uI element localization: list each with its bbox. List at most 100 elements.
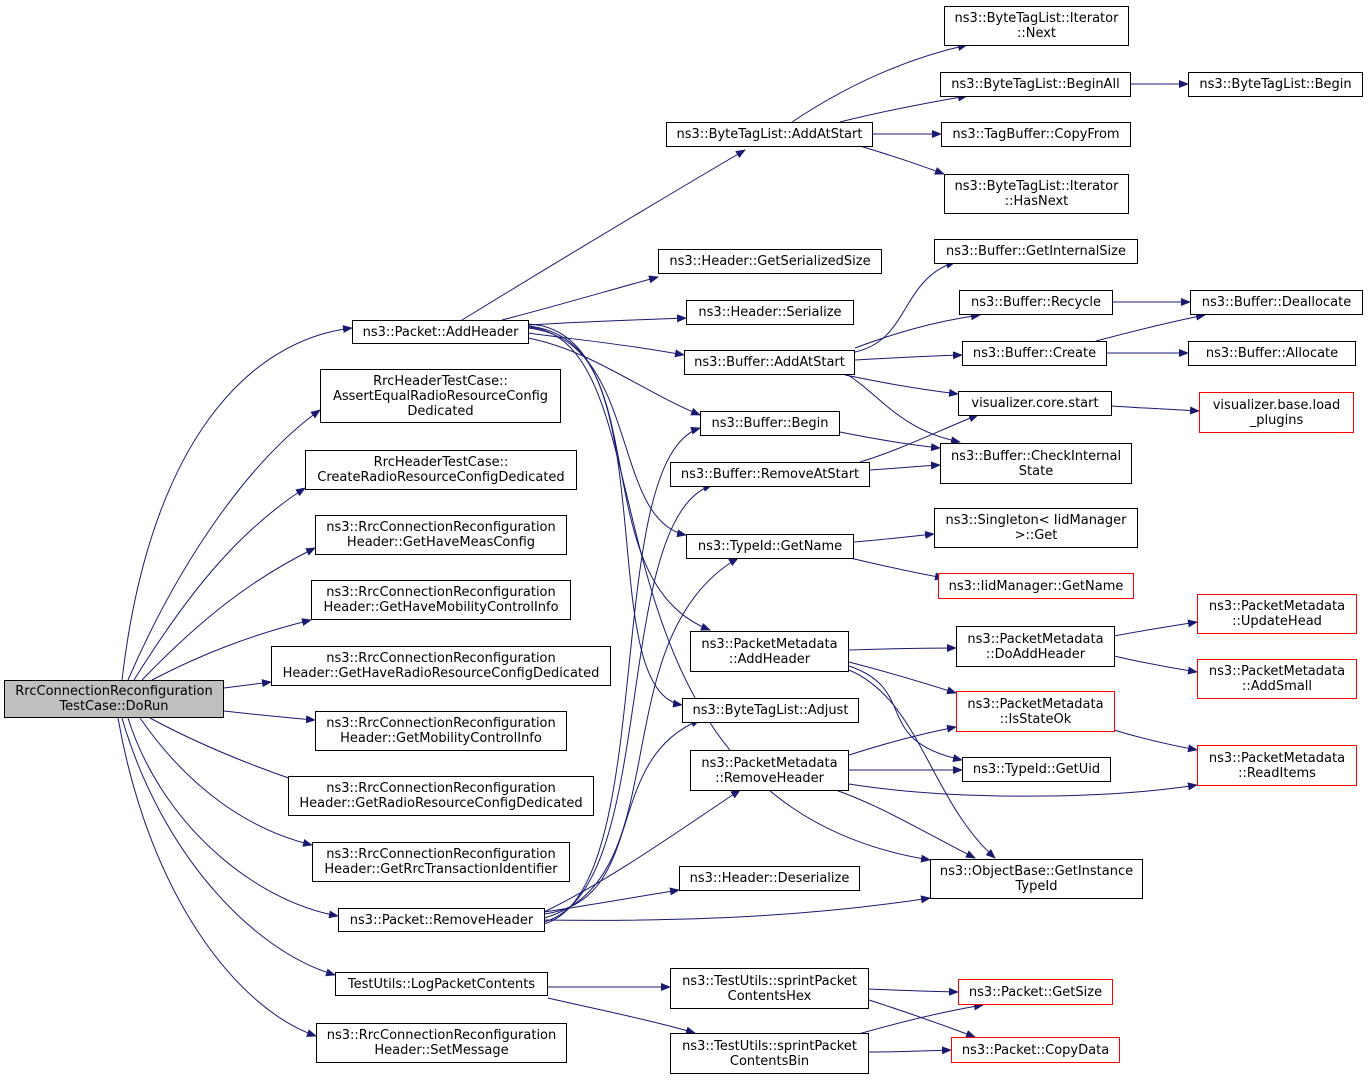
edge-root-get-rrc-dedicated (149, 717, 301, 783)
edge-addheader-getserialized (501, 275, 659, 321)
edge-addheader-buffer-addatstart (527, 332, 685, 358)
edge-buffer-addatstart-getinternal (854, 261, 956, 353)
edge-remheader-btl-adjust (543, 719, 701, 915)
edge-addheader-btl-adjust (527, 323, 683, 708)
node-btl-add-at-start[interactable]: ns3::ByteTagList::AddAtStart (666, 122, 873, 147)
edge-root-get-have-mobility (151, 618, 312, 681)
edge-getname-singleton (853, 530, 935, 543)
edge-root-log-packet (121, 717, 336, 977)
edge-getname-iid (849, 557, 945, 581)
node-packet-get-size[interactable]: ns3::Packet::GetSize (958, 979, 1113, 1005)
node-buffer-create[interactable]: ns3::Buffer::Create (962, 341, 1107, 366)
edge-remove-at-start-checkinternal (869, 461, 941, 471)
node-btl-begin-all[interactable]: ns3::ByteTagList::BeginAll (940, 72, 1131, 97)
node-iidmanager-get-name[interactable]: ns3::IidManager::GetName (938, 573, 1134, 599)
node-header-deserialize[interactable]: ns3::Header::Deserialize (679, 866, 860, 891)
node-buffer-remove-at-start[interactable]: ns3::Buffer::RemoveAtStart (670, 462, 870, 487)
node-buffer-deallocate[interactable]: ns3::Buffer::Deallocate (1190, 290, 1363, 315)
edge-root-assert-equal (127, 409, 321, 681)
node-create-rrc-dedicated[interactable]: RrcHeaderTestCase::CreateRadioResourceCo… (305, 450, 577, 490)
node-pm-read-items[interactable]: ns3::PacketMetadata::ReadItems (1197, 745, 1357, 786)
edge-doadd-addsmall (1113, 655, 1198, 675)
node-pm-add-small[interactable]: ns3::PacketMetadata::AddSmall (1197, 659, 1357, 699)
node-typeid-get-uid[interactable]: ns3::TypeId::GetUid (962, 757, 1111, 782)
node-btl-begin[interactable]: ns3::ByteTagList::Begin (1188, 72, 1363, 97)
node-pm-update-head[interactable]: ns3::PacketMetadata::UpdateHead (1197, 594, 1357, 634)
edge-remheader-buffer-begin (543, 426, 701, 925)
edge-sprinthex-getsize (868, 987, 959, 996)
edge-buffer-addatstart-viscore (844, 374, 959, 397)
edge-btl-addatstart-iter-next (791, 43, 968, 123)
node-visualizer-core-start[interactable]: visualizer.core.start (958, 391, 1112, 416)
edge-pm-removeheader-objbase (829, 787, 976, 859)
edge-pm-removeheader-readitems (848, 782, 1198, 797)
edge-remheader-deserialize (543, 887, 680, 913)
node-buffer-recycle[interactable]: ns3::Buffer::Recycle (959, 290, 1113, 315)
edge-root-create-rrc (133, 487, 306, 681)
edge-doadd-updatehead (1113, 619, 1198, 637)
node-packet-add-header[interactable]: ns3::Packet::AddHeader (352, 320, 529, 344)
node-packet-remove-header[interactable]: ns3::Packet::RemoveHeader (338, 908, 545, 932)
edge-addheader-typeid-getname (527, 327, 687, 538)
node-pm-remove-header[interactable]: ns3::PacketMetadata::RemoveHeader (690, 750, 849, 791)
node-buffer-allocate[interactable]: ns3::Buffer::Allocate (1188, 341, 1356, 366)
node-visualizer-base-load-plugins[interactable]: visualizer.base.load_plugins (1199, 392, 1354, 433)
edge-remheader-remove-at-start (543, 484, 713, 923)
node-header-serialize[interactable]: ns3::Header::Serialize (686, 300, 854, 325)
edge-buffer-addatstart-recycle (854, 312, 981, 349)
edge-pm-removeheader-isstateok (848, 724, 957, 756)
edge-addheader-buffer-begin (527, 337, 701, 416)
edge-remheader-objbase (543, 895, 931, 921)
edge-sprintbin-copydata (868, 1046, 952, 1055)
edge-addheader-serialize (527, 314, 687, 326)
node-assert-equal-rrc[interactable]: RrcHeaderTestCase::AssertEqualRadioResou… (320, 369, 561, 423)
edge-sprinthex-copydata (868, 999, 976, 1038)
node-buffer-get-internal-size[interactable]: ns3::Buffer::GetInternalSize (934, 239, 1138, 264)
edge-viscore-visbase (1111, 405, 1200, 415)
edge-pm-addheader-objbase (848, 669, 996, 859)
edge-addheader-objbase (527, 326, 931, 863)
edge-remove-at-start-viscore (859, 414, 979, 463)
node-packet-copy-data[interactable]: ns3::Packet::CopyData (951, 1037, 1120, 1063)
edge-isstateok-readitems (1113, 729, 1198, 753)
node-typeid-get-name[interactable]: ns3::TypeId::GetName (686, 534, 854, 559)
node-btl-iterator-next[interactable]: ns3::ByteTagList::Iterator::Next (944, 6, 1129, 46)
edge-addheader-btl-addatstart (461, 149, 746, 321)
node-log-packet-contents[interactable]: TestUtils::LogPacketContents (335, 972, 548, 996)
edge-log-sprintbin (547, 997, 696, 1035)
node-buffer-begin[interactable]: ns3::Buffer::Begin (700, 411, 840, 436)
node-btl-adjust[interactable]: ns3::ByteTagList::Adjust (682, 698, 859, 723)
edge-root-add-header (121, 325, 353, 681)
node-buffer-add-at-start[interactable]: ns3::Buffer::AddAtStart (684, 350, 855, 375)
edge-root-get-mobility (223, 710, 316, 724)
edge-buffer-addatstart-checkinternal (847, 374, 961, 445)
node-singleton-get[interactable]: ns3::Singleton< IidManager>::Get (934, 508, 1138, 548)
edge-remheader-typeid-getname (543, 557, 739, 919)
node-pm-do-add-header[interactable]: ns3::PacketMetadata::DoAddHeader (956, 626, 1115, 667)
edge-btl-addatstart-hasnext (859, 145, 945, 175)
node-pm-add-header[interactable]: ns3::PacketMetadata::AddHeader (690, 631, 849, 672)
node-tagbuffer-copy-from[interactable]: ns3::TagBuffer::CopyFrom (941, 122, 1131, 147)
edge-root-remove-header (127, 717, 339, 919)
node-header-get-serialized-size[interactable]: ns3::Header::GetSerializedSize (658, 249, 882, 274)
edge-pm-addheader-isstateok (848, 661, 957, 695)
edge-create-deallocate (1095, 312, 1206, 342)
node-pm-is-state-ok[interactable]: ns3::PacketMetadata::IsStateOk (956, 691, 1115, 732)
edge-root-get-rrc-trans (139, 717, 313, 847)
edge-buffer-addatstart-create (854, 351, 963, 361)
node-btl-iterator-hasnext[interactable]: ns3::ByteTagList::Iterator::HasNext (944, 174, 1129, 214)
